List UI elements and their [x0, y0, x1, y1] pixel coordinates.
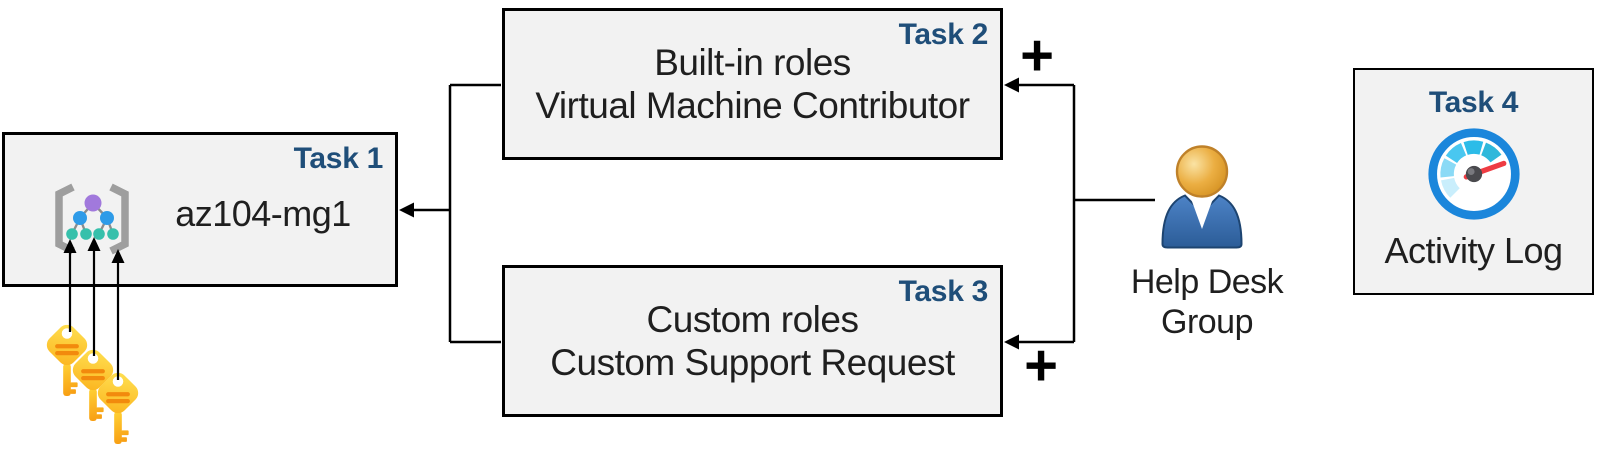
task3-line2: Custom Support Request — [550, 342, 955, 383]
task4-box: Task 4 Activity Log — [1353, 68, 1594, 295]
management-group-name: az104-mg1 — [175, 192, 351, 234]
right-brace — [109, 183, 129, 255]
task3-label: Task 3 — [898, 275, 989, 308]
task3-line1: Custom roles — [646, 299, 859, 340]
help-desk-user-icon — [1161, 145, 1243, 249]
task2-line2: Virtual Machine Contributor — [535, 85, 970, 126]
person-caption: Help Desk Group — [1097, 262, 1317, 342]
management-group-icon — [55, 183, 129, 255]
person-caption-line1: Help Desk — [1130, 263, 1284, 301]
task1-label: Task 1 — [293, 142, 384, 175]
person-head — [1175, 145, 1229, 198]
task1-box: Task 1 az104-mg1 — [2, 132, 398, 287]
gauge-hub — [1465, 165, 1482, 183]
task2-box: Task 2 Built-in roles Virtual Machine Co… — [502, 8, 1003, 160]
task3-box: Task 3 Custom roles Custom Support Reque… — [502, 265, 1003, 417]
person-caption-line2: Group — [1161, 303, 1254, 341]
task2-line1: Built-in roles — [654, 42, 851, 83]
task4-label: Task 4 — [1428, 86, 1519, 119]
activity-log-caption: Activity Log — [1384, 230, 1563, 271]
arrowhead-task1 — [399, 202, 414, 218]
plus-sign-bottom: + — [1024, 333, 1058, 398]
plus-sign-top: + — [1020, 23, 1054, 88]
root-node — [84, 194, 102, 212]
keys-icon — [42, 320, 143, 444]
task2-label: Task 2 — [898, 18, 989, 51]
left-brace — [55, 183, 75, 255]
activity-log-gauge-icon — [1427, 128, 1520, 220]
person-collar — [1189, 194, 1215, 229]
